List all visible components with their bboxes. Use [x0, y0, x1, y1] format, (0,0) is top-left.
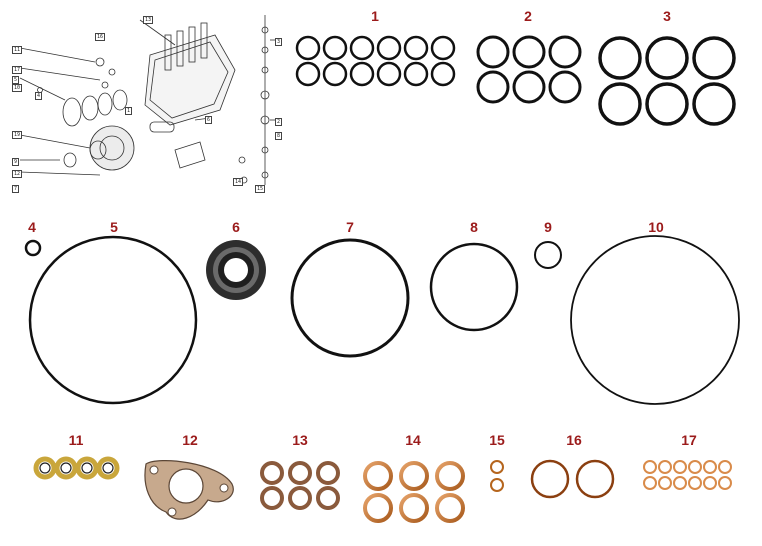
oring-set-3 — [598, 36, 736, 126]
callout: 12 — [12, 170, 23, 178]
callout: 16 — [95, 33, 106, 41]
bonded-seals-11 — [33, 456, 120, 480]
part-number-12: 12 — [182, 432, 198, 448]
part-number-14: 14 — [405, 432, 421, 448]
part-number-17: 17 — [681, 432, 697, 448]
oring-set-2 — [476, 35, 582, 104]
callout: 5 — [12, 76, 20, 84]
callout: 4 — [35, 92, 43, 100]
part-number-7: 7 — [346, 219, 354, 235]
oring-7 — [290, 238, 410, 358]
callout: 6 — [205, 116, 213, 124]
part-number-16: 16 — [566, 432, 582, 448]
callout: 9 — [12, 158, 20, 166]
copper-washers-17 — [643, 460, 732, 490]
oring-set-1 — [295, 35, 456, 87]
part-number-10: 10 — [648, 219, 664, 235]
part-number-9: 9 — [544, 219, 552, 235]
oring-5 — [28, 235, 198, 405]
callout: 1 — [125, 107, 133, 115]
callout: 17 — [12, 66, 23, 74]
part-number-13: 13 — [292, 432, 308, 448]
callout: 13 — [143, 16, 154, 24]
part-number-15: 15 — [489, 432, 505, 448]
callout: 15 — [255, 185, 266, 193]
copper-washers-14 — [363, 461, 465, 523]
exploded-pump-diagram: 13 16 11 17 5 10 4 1 19 9 12 7 6 3 2 8 1… — [0, 0, 290, 200]
part-number-11: 11 — [68, 432, 84, 448]
callout: 3 — [275, 38, 283, 46]
copper-washers-13 — [260, 461, 340, 510]
oring-8 — [429, 242, 519, 332]
part-number-2: 2 — [524, 8, 532, 24]
copper-rings-16 — [530, 459, 615, 499]
part-number-4: 4 — [28, 219, 36, 235]
callout: 2 — [275, 118, 283, 126]
callout: 8 — [275, 132, 283, 140]
part-number-6: 6 — [232, 219, 240, 235]
callout: 19 — [12, 131, 23, 139]
oring-9 — [534, 241, 562, 269]
part-number-8: 8 — [470, 219, 478, 235]
flange-gasket-12 — [144, 460, 234, 520]
part-number-1: 1 — [371, 8, 379, 24]
callout: 11 — [12, 46, 23, 54]
shaft-seal-6 — [206, 240, 266, 300]
pump-drawing — [19, 15, 280, 185]
part-number-5: 5 — [110, 219, 118, 235]
part-number-3: 3 — [663, 8, 671, 24]
callout: 10 — [12, 84, 23, 92]
oring-10 — [570, 235, 740, 405]
copper-rings-15 — [490, 460, 504, 492]
callout: 7 — [12, 185, 20, 193]
oring-4 — [24, 239, 42, 257]
callout: 14 — [233, 178, 244, 186]
